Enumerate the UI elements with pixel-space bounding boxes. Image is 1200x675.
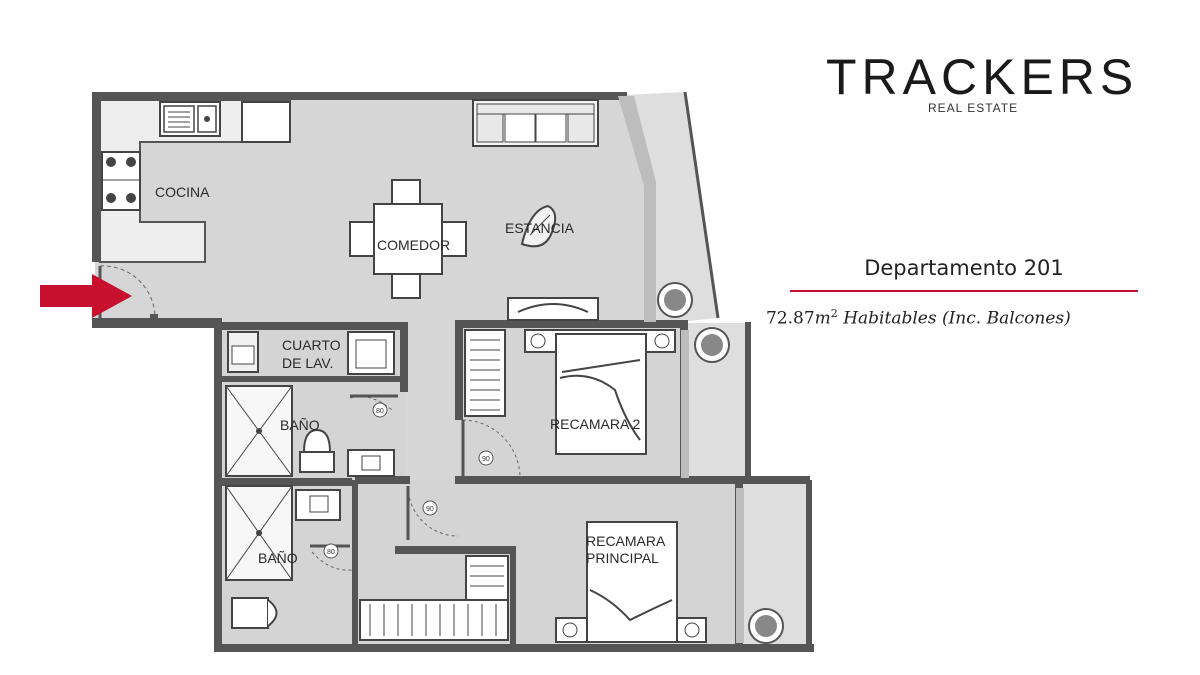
estancia-lamp	[520, 204, 557, 248]
label-recamara-principal-line1: RECAMARA	[586, 533, 666, 549]
balcony-railings	[618, 91, 744, 643]
logo-subtext: REAL ESTATE	[928, 101, 1019, 115]
door-size-d4: 80	[327, 549, 335, 556]
door-size-d3: 90	[426, 506, 434, 513]
area-unit: m	[814, 308, 831, 329]
label-estancia: ESTANCIA	[505, 220, 575, 236]
area-description: Habitables (Inc. Balcones)	[843, 308, 1071, 329]
plant-icons	[657, 282, 784, 644]
interior-doors	[406, 419, 521, 540]
area-value: 72.87	[766, 308, 815, 329]
closets	[359, 329, 509, 641]
label-bano-2: BAÑO	[258, 550, 298, 566]
brand-logo: TRACKERS REAL ESTATE	[826, 50, 1146, 120]
label-recamara-principal-line2: PRINCIPAL	[586, 550, 659, 566]
title-underline	[790, 290, 1138, 292]
label-bano-1: BAÑO	[280, 417, 320, 433]
unit-title: Departamento 201	[864, 256, 1064, 280]
label-comedor: COMEDOR	[377, 237, 450, 253]
label-cuarto-lav-line1: CUARTO	[282, 337, 341, 353]
door-size-labels: 80 90 90 80	[327, 408, 490, 556]
arrow-right-icon	[40, 274, 132, 318]
door-size-d1: 80	[376, 408, 384, 415]
label-cuarto-lav-line2: DE LAV.	[282, 355, 333, 371]
laundry-fixtures	[227, 331, 395, 375]
door-size-d2: 90	[482, 456, 490, 463]
dining-table	[349, 179, 467, 299]
label-recamara-2: RECAMARA 2	[550, 416, 640, 432]
bed-recamara-principal	[555, 521, 707, 643]
bed-recamara-2	[524, 329, 676, 455]
bathroom-2-fixtures	[225, 485, 353, 629]
walls	[92, 92, 814, 652]
tv-unit	[507, 297, 599, 321]
area-exponent: 2	[830, 307, 838, 320]
logo-wordmark: TRACKERS	[826, 49, 1139, 105]
room-labels: COCINA COMEDOR ESTANCIA CUARTO DE LAV. B…	[155, 184, 666, 566]
kitchen-counter	[99, 99, 291, 263]
floor-fills	[95, 92, 810, 648]
sofa	[472, 99, 599, 147]
bathroom-1-fixtures	[225, 385, 398, 477]
unit-area: 72.87m2 Habitables (Inc. Balcones)	[766, 307, 1186, 329]
label-cocina: COCINA	[155, 184, 210, 200]
